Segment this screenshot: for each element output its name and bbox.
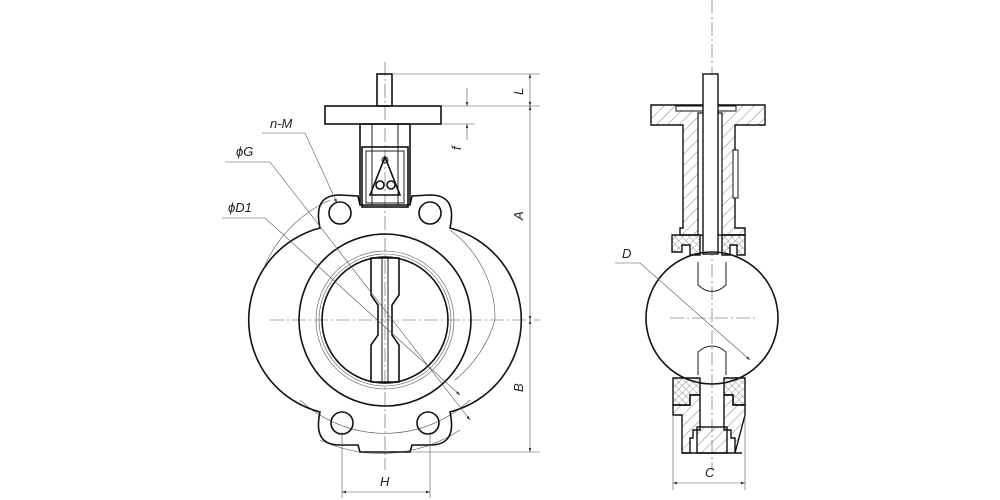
body-inner-ring [298,233,472,407]
label-C: C [705,465,715,480]
bolt-circle-arc [449,229,496,381]
label-f: f [449,145,464,150]
label-A: A [511,211,526,221]
leader-D1 [222,217,461,396]
stem-shaft [702,73,719,255]
bolt-circle-arc [319,429,461,454]
lower-body-left [672,394,701,454]
seat-ring [315,250,455,390]
bolt-hole [328,201,352,225]
valve-logo-icon [368,154,402,196]
bolt-hole [418,201,442,225]
leader-D [615,262,751,361]
label-D: D [622,246,631,261]
label-D1: ϕD1 [228,200,252,215]
seat-ring-inner [318,253,452,387]
upper-hub [697,262,727,292]
label-B: B [511,383,526,392]
label-n-M: n-M [270,116,293,131]
label-G: ϕG [236,144,253,159]
nameplate [732,149,739,199]
bolt-hole [330,411,354,435]
stem [376,73,393,107]
top-flange [324,105,442,125]
side-view-section: D C [615,0,779,490]
valve-body-outline [247,194,523,453]
front-view: n-M ϕG ϕD1 L f A B H [222,62,540,498]
bottom-plug [696,426,728,454]
upper-seal-left [671,234,701,256]
lower-body-right [723,394,746,454]
leader-n-M [262,132,338,204]
logo-plate-inner [365,150,405,204]
label-H: H [380,474,390,489]
lower-hub [697,345,727,375]
leader-G [225,161,471,421]
upper-seal-right [721,234,746,256]
disc [370,257,400,383]
bolt-hole [416,411,440,435]
bore-circle [321,256,449,384]
logo-plate [361,146,409,208]
label-L: L [511,88,526,95]
disc-profile [645,251,779,385]
bolt-circle-arc [264,199,331,266]
